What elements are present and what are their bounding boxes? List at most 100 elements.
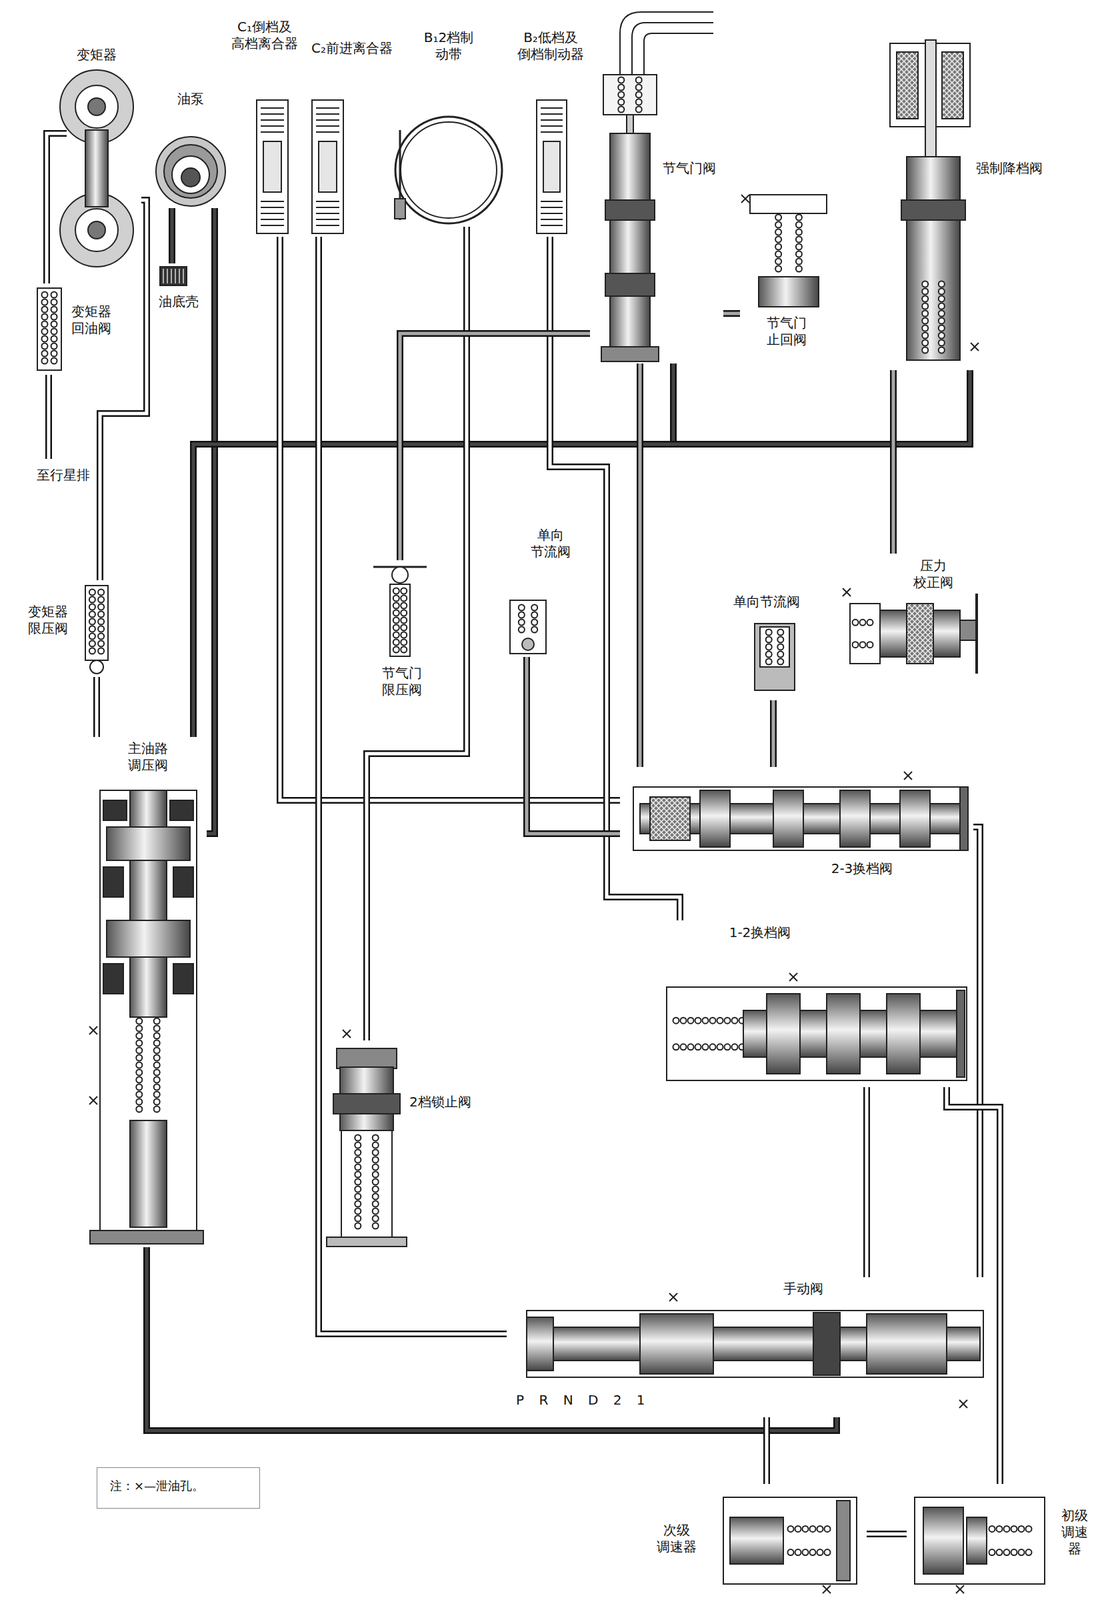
manual-valve-drawing-part: [526, 1316, 554, 1370]
oil-pan-drawing-part: [182, 268, 184, 284]
lockout-valve-drawing-part: [372, 1134, 379, 1141]
label-holder: 单向 节流阀: [529, 526, 572, 560]
torque-converter-drawing: [46, 70, 134, 270]
lockout-valve-drawing-part: [354, 1200, 361, 1207]
lockout-valve-drawing-part: [354, 1149, 361, 1156]
throttle-valve-drawing-part: [618, 77, 624, 84]
component-label: 初级 调速 器: [1060, 1506, 1090, 1557]
regulator-valve-drawing-part: [136, 1098, 142, 1105]
oil-line-bore: [866, 1532, 907, 1536]
outlet-pipe: [48, 374, 50, 459]
component-label: 手动阀: [782, 1280, 825, 1297]
kickdown-valve-drawing-part: [938, 325, 945, 332]
kickdown-valve: 强制降档阀: [880, 36, 1054, 370]
orifice-valve-drawing-part: [766, 644, 772, 650]
drain-marks-part: [956, 1584, 964, 1593]
label-holder: P R N D 2 1: [514, 1391, 647, 1408]
clutch-drawing-part: [263, 141, 282, 192]
throttle-valve-drawing: [601, 12, 714, 362]
kickdown-valve-drawing-part: [922, 332, 928, 339]
lockout-valve-drawing-part: [372, 1142, 379, 1148]
regulator-valve-drawing-part: [154, 1091, 160, 1098]
correction-valve-drawing-part: [860, 641, 866, 648]
governor-drawing-part: [817, 1525, 824, 1532]
governor-drawing: [914, 1496, 1045, 1584]
component-label: B₁2档制 动带: [422, 29, 475, 63]
drain-marks-part: [89, 1026, 98, 1034]
orifice-valve-drawing-part: [766, 636, 772, 643]
kickdown-valve-drawing-part: [901, 200, 966, 220]
regulator-valve-drawing-part: [130, 790, 167, 1017]
clutch-drawing-part: [318, 141, 337, 192]
oil-line: [526, 656, 620, 834]
regulator-valve-drawing-part: [154, 1062, 160, 1068]
drain-marks-part: [822, 1584, 831, 1593]
check-valve-drawing-part: [796, 236, 802, 243]
outlet-pipe-part: [45, 374, 52, 459]
lockout-valve-drawing-part: [354, 1171, 361, 1178]
label-holder: 节气门阀: [661, 160, 718, 177]
regulator-valve-drawing-part: [136, 1062, 142, 1068]
governor-drawing-part: [1011, 1548, 1018, 1555]
governor-drawing-part: [795, 1525, 802, 1532]
throttle-valve-drawing-part: [636, 106, 642, 113]
component-label: C₁倒档及 高档离合器: [230, 18, 300, 52]
torque-converter-drawing-part: [85, 130, 108, 207]
lockout-valve-drawing-part: [372, 1149, 379, 1156]
oil-line-bore: [400, 333, 590, 560]
limit-valve-drawing-part: [89, 640, 96, 647]
shift-valve-drawing-part: [650, 796, 690, 840]
component-label: 节气门阀: [661, 160, 718, 177]
correction-valve: 压力 校正阀: [836, 553, 984, 677]
shift-valve-drawing-part: [886, 993, 920, 1074]
clutch-drawing-part: [316, 107, 340, 109]
regulator-valve-drawing-part: [154, 1047, 160, 1054]
return-valve-drawing-part: [51, 328, 58, 335]
lockout-valve-drawing-part: [341, 1130, 392, 1237]
orifice-valve-drawing-part: [518, 619, 525, 626]
drain-marks-part: [789, 972, 798, 981]
label-holder: 至行星排: [35, 466, 92, 484]
shift-valve-drawing-part: [680, 1043, 687, 1050]
oil-pump-drawing-part: [156, 136, 226, 206]
correction-valve-drawing-part: [860, 619, 866, 626]
governor-drawing-part: [966, 1516, 987, 1564]
shift-valve-drawing-part: [702, 1017, 709, 1024]
clutch-drawing-part: [316, 125, 340, 127]
lockout-valve-drawing-part: [354, 1186, 361, 1192]
drain-marks-part: [970, 342, 979, 351]
governor-drawing-part: [1026, 1548, 1032, 1555]
clutch-drawing: [312, 100, 344, 234]
lockout-valve-drawing-part: [354, 1208, 361, 1214]
component-label: 主油路 调压阀: [126, 740, 170, 774]
brake-drawing-part: [536, 100, 567, 234]
limit-valve-drawing-part: [393, 624, 400, 631]
oil-pan-drawing: [160, 266, 187, 286]
limit-valve-drawing-part: [98, 626, 104, 632]
clutch-drawing-part: [316, 131, 340, 133]
governor-drawing-part: [802, 1525, 809, 1532]
drain-marks-part: [342, 1029, 351, 1038]
brake-drawing-part: [540, 212, 563, 214]
lockout-valve-drawing-part: [372, 1193, 379, 1200]
regulator-valve-drawing-part: [103, 963, 124, 994]
lockout-valve-drawing-part: [354, 1134, 361, 1141]
kickdown-valve-drawing-part: [922, 318, 928, 324]
orifice-valve-drawing-part: [531, 604, 538, 611]
return-valve-drawing-part: [41, 358, 48, 364]
limit-valve-drawing-part: [89, 626, 96, 632]
regulator-valve-drawing-part: [173, 963, 194, 994]
limit-valve-drawing-part: [400, 624, 407, 631]
return-valve-drawing-part: [41, 292, 48, 298]
kickdown-valve-drawing-part: [922, 310, 928, 317]
lockout-valve-drawing-part: [354, 1156, 361, 1163]
check-valve-drawing-part: [775, 236, 782, 243]
orifice-valve-drawing: [510, 600, 546, 654]
governor-drawing-part: [989, 1525, 996, 1532]
label-holder: C₁倒档及 高档离合器: [230, 18, 300, 52]
limit-valve-drawing-part: [393, 588, 400, 594]
governor-drawing-part: [824, 1525, 831, 1532]
label-holder: 注：×—泄油孔。: [108, 1478, 206, 1494]
oil-line-wall: [93, 676, 100, 737]
correction-valve-drawing-part: [852, 641, 859, 648]
